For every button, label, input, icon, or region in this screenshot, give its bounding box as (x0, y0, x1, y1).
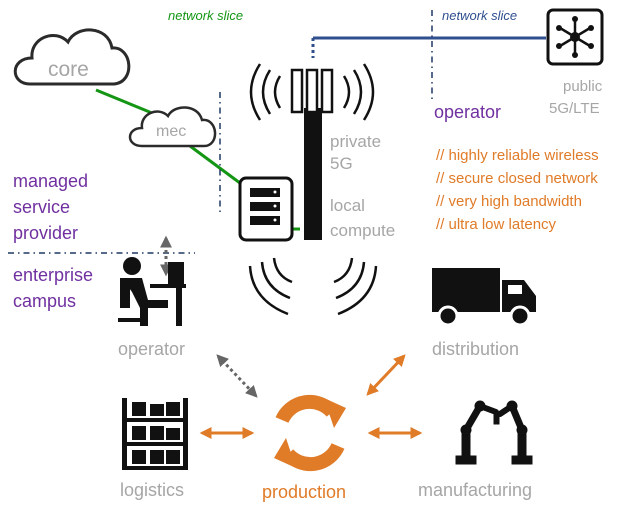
public-5g-lte-label: 5G/LTE (549, 100, 600, 117)
core-label: core (48, 58, 89, 81)
distribution-production-arrow (366, 354, 406, 396)
feature-item: // highly reliable wireless (436, 147, 599, 164)
compute-label: compute (330, 221, 396, 240)
operator-endpoint-label: operator (118, 339, 186, 359)
core-cloud-icon (13, 28, 131, 86)
msp-label-line: service (13, 197, 71, 217)
enterprise-label-line: campus (13, 291, 77, 311)
robot-arms-icon (455, 400, 533, 465)
cell-tower-icon (249, 63, 375, 240)
warehouse-shelf-icon (122, 398, 188, 470)
enterprise-label-line: enterprise (13, 265, 94, 285)
mec-cloud-icon (128, 106, 217, 148)
truck-icon (432, 268, 536, 327)
feature-item: // very high bandwidth (436, 193, 582, 210)
distribution-label: distribution (432, 339, 520, 359)
cycle-arrows-icon (274, 394, 346, 472)
desk-worker-icon (118, 257, 186, 326)
manufacturing-label: manufacturing (418, 480, 533, 500)
network-hub-icon (546, 8, 604, 66)
public-slice-label: network slice (442, 8, 518, 23)
private-label: private (330, 132, 382, 151)
operator-role-label: operator (434, 102, 502, 122)
feature-item: // secure closed network (436, 170, 598, 187)
msp-label-line: managed (13, 171, 89, 191)
signal-waves-icon (248, 257, 378, 316)
msp-label-line: provider (13, 223, 79, 243)
public-label: public (563, 78, 603, 95)
private-5g-label: 5G (330, 154, 353, 173)
local-label: local (330, 196, 365, 215)
mec-label: mec (156, 123, 187, 140)
operator-production-arrow (216, 354, 258, 398)
production-label: production (262, 482, 347, 502)
public-slice-link (311, 36, 546, 58)
logistics-label: logistics (120, 480, 185, 500)
server-icon (238, 176, 294, 242)
feature-item: // ultra low latency (436, 216, 557, 233)
private-slice-label: network slice (168, 8, 244, 23)
